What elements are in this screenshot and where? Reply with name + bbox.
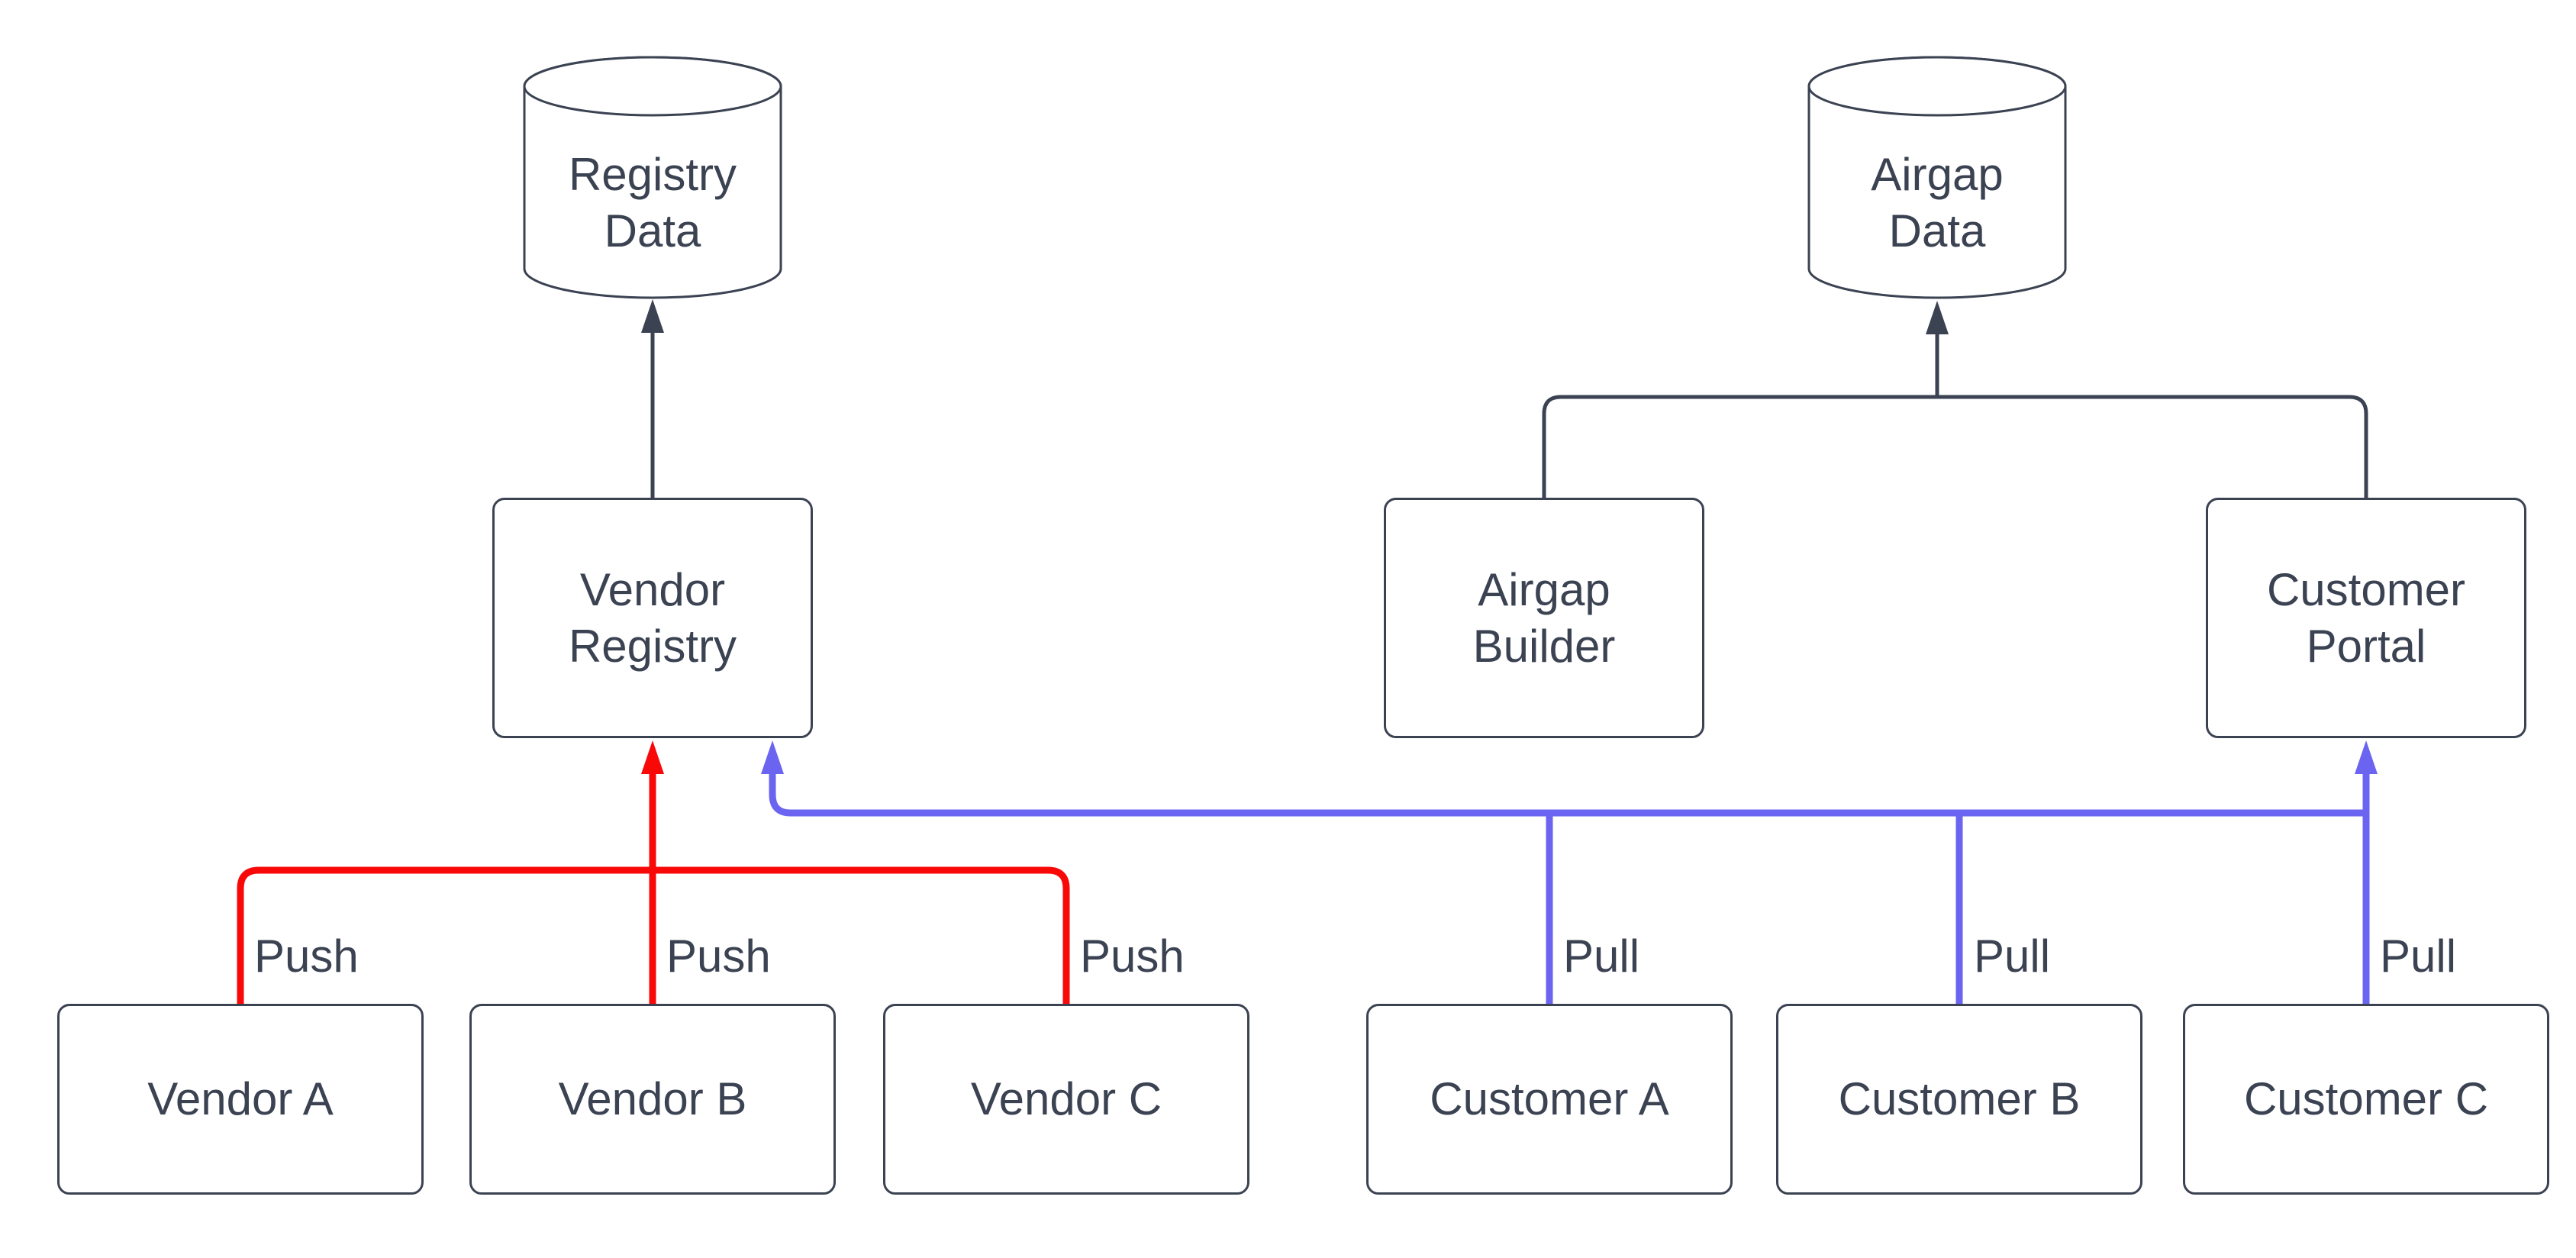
arrowhead-airgap-data-icon (1926, 301, 1949, 334)
edge-builder-portal-bus (1542, 395, 2368, 498)
edge-label-pull-customer-c: Pull (2380, 931, 2457, 982)
node-label: Airgap Builder (1472, 563, 1616, 672)
node-vendor-b: Vendor B (469, 1004, 836, 1195)
node-customer-c: Customer C (2183, 1004, 2549, 1195)
node-label: Customer C (2243, 1073, 2489, 1124)
datastore-airgap-data-label: Airgap Data (1871, 149, 2004, 256)
node-label: Vendor B (558, 1073, 747, 1124)
cylinder-top (523, 56, 782, 117)
cylinder-top (1807, 56, 2067, 117)
node-vendor-a: Vendor A (57, 1004, 424, 1195)
edge-label-pull-customer-b: Pull (1974, 931, 2051, 982)
node-label: Customer B (1838, 1073, 2081, 1124)
node-customer-portal: Customer Portal (2206, 498, 2526, 738)
node-airgap-builder: Airgap Builder (1384, 498, 1704, 738)
node-label: Vendor C (970, 1073, 1162, 1124)
arrowhead-pull-vendor-registry-icon (761, 740, 784, 774)
node-label: Vendor A (147, 1073, 334, 1124)
airgap-data-cylinder (1807, 56, 2067, 299)
edge-label-pull-customer-a: Pull (1563, 931, 1640, 982)
datastore-registry-data-label: Registry Data (568, 149, 737, 256)
arrowhead-registry-data-icon (641, 299, 664, 333)
node-customer-b: Customer B (1776, 1004, 2142, 1195)
node-vendor-c: Vendor C (883, 1004, 1249, 1195)
edge-label-push-vendor-b: Push (666, 931, 771, 982)
registry-data-cylinder (523, 56, 782, 299)
edge-label-push-vendor-a: Push (254, 931, 359, 982)
edge-pull-bus-to-vendor-registry (769, 774, 2366, 817)
node-vendor-registry: Vendor Registry (492, 498, 813, 738)
node-label: Customer A (1430, 1073, 1669, 1124)
edge-label-push-vendor-c: Push (1080, 931, 1185, 982)
arrowhead-push-vendor-registry-icon (641, 740, 664, 774)
node-customer-a: Customer A (1366, 1004, 1733, 1195)
arrowhead-pull-customer-portal-icon (2355, 740, 2378, 774)
node-label: Customer Portal (2266, 563, 2466, 672)
node-label: Vendor Registry (568, 563, 737, 672)
